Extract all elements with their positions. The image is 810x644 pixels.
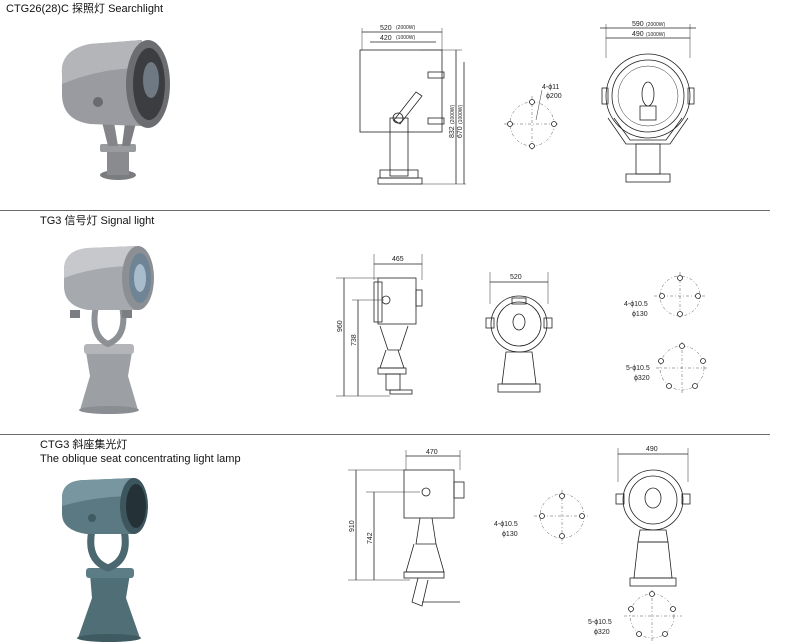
ctg3-hole-pattern-large: 5-ϕ10.5 ϕ320 [588, 590, 682, 642]
ctg3-small-hole-pcd: ϕ130 [502, 531, 518, 538]
section-title-searchlight: CTG26(28)C 探照灯 Searchlight [6, 3, 164, 15]
section-title-ctg3: CTG3 斜座集光灯 [40, 439, 128, 451]
signal-side-height-total: 960 [337, 320, 344, 332]
section-title-signal-light: TG3 信号灯 Signal light [40, 215, 155, 227]
signal-hole-pattern-small: 4-ϕ10.5 ϕ130 [624, 272, 706, 320]
signal-large-hole-count: 5-ϕ10.5 [626, 365, 650, 372]
ctg3-side-height-axis: 742 [367, 532, 374, 544]
signal-light-photo [64, 246, 154, 414]
ctg3-side-height-total: 910 [349, 520, 356, 532]
side-width-2000w-label: (2000W) [396, 25, 416, 31]
searchlight-side-view: 520 (2000W) 420 (1000W) 832 (2000W) 670 … [359, 25, 466, 185]
searchlight-photo [61, 40, 170, 180]
front-width-1000w: 490 [632, 31, 644, 38]
signal-front-width: 520 [510, 274, 522, 281]
ctg3-hole-pattern-small: 4-ϕ10.5 ϕ130 [494, 490, 590, 544]
side-width-1000w: 420 [380, 35, 392, 42]
divider-2 [0, 434, 770, 435]
signal-side-view: 465 960 738 [336, 254, 423, 397]
ctg3-large-hole-pcd: ϕ320 [594, 629, 610, 636]
front-width-2000w: 590 [632, 21, 644, 28]
front-width-2000w-label: (2000W) [646, 22, 666, 28]
signal-small-hole-pcd: ϕ130 [632, 311, 648, 318]
side-width-2000w: 520 [380, 25, 392, 32]
ctg3-front-width: 490 [646, 446, 658, 453]
ctg3-large-hole-count: 5-ϕ10.5 [588, 619, 612, 626]
front-width-1000w-label: (1000W) [646, 32, 666, 38]
ctg3-small-hole-count: 4-ϕ10.5 [494, 521, 518, 528]
side-height-2000w: 832 [449, 126, 456, 138]
divider-1 [0, 210, 770, 211]
searchlight-hole-pattern: 4-ϕ11 ϕ200 [504, 84, 562, 152]
ctg3-photo [62, 478, 148, 642]
searchlight-front-view: 590 (2000W) 490 (1000W) [600, 21, 696, 183]
searchlight-hole-pcd: ϕ200 [546, 93, 562, 100]
searchlight-hole-count: 4-ϕ11 [542, 84, 560, 91]
ctg3-side-width: 470 [426, 449, 438, 456]
ctg3-front-view: 490 [615, 446, 691, 587]
side-height-1000w: 670 [457, 126, 464, 138]
signal-side-width: 465 [392, 256, 404, 263]
section-subtitle-ctg3: The oblique seat concentrating light lam… [40, 453, 241, 465]
side-height-2000w-label: (2000W) [450, 104, 456, 124]
signal-large-hole-pcd: ϕ320 [634, 375, 650, 382]
signal-hole-pattern-large: 5-ϕ10.5 ϕ320 [626, 342, 708, 394]
signal-side-height-axis: 738 [351, 334, 358, 346]
side-height-1000w-label: (1000W) [458, 104, 464, 124]
side-width-1000w-label: (1000W) [396, 35, 416, 41]
signal-front-view: 520 [485, 272, 553, 393]
signal-small-hole-count: 4-ϕ10.5 [624, 301, 648, 308]
ctg3-side-view: 470 910 742 [348, 449, 465, 607]
